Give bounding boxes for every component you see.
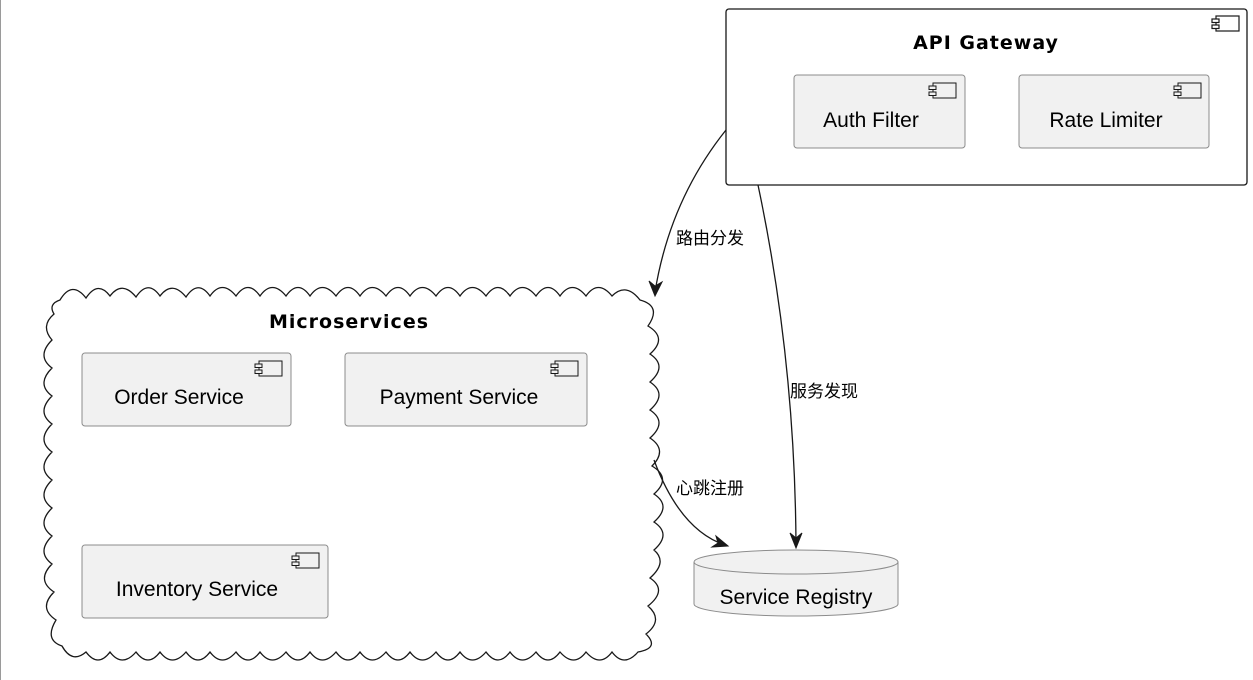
order-service-label: Order Service bbox=[114, 386, 244, 409]
component-icon bbox=[1173, 82, 1202, 99]
api-gateway-title: API Gateway bbox=[913, 32, 1059, 54]
auth-filter-component[interactable]: Auth Filter bbox=[793, 74, 966, 149]
edge-label-routing: 路由分发 bbox=[676, 229, 744, 249]
inventory-service-component[interactable]: Inventory Service bbox=[81, 544, 329, 619]
component-icon bbox=[550, 360, 579, 377]
edge-label-heartbeat: 心跳注册 bbox=[676, 479, 744, 499]
edge-heartbeat: 心跳注册 bbox=[653, 459, 744, 548]
microservices-cloud[interactable]: Microservices bbox=[43, 286, 664, 661]
component-icon bbox=[928, 82, 957, 99]
edge-routing: 路由分发 bbox=[648, 129, 744, 298]
edge-discovery: 服务发现 bbox=[757, 184, 858, 550]
microservices-title: Microservices bbox=[269, 311, 429, 333]
component-icon bbox=[1211, 15, 1240, 32]
inventory-service-label: Inventory Service bbox=[116, 578, 278, 601]
rate-limiter-label: Rate Limiter bbox=[1049, 109, 1162, 132]
payment-service-component[interactable]: Payment Service bbox=[344, 352, 588, 427]
order-service-component[interactable]: Order Service bbox=[81, 352, 292, 427]
service-registry-database[interactable]: Service Registry bbox=[693, 549, 899, 617]
payment-service-label: Payment Service bbox=[380, 386, 539, 409]
component-icon bbox=[254, 360, 283, 377]
edge-label-discovery: 服务发现 bbox=[790, 382, 858, 402]
service-registry-label: Service Registry bbox=[720, 586, 873, 609]
component-icon bbox=[291, 552, 320, 569]
auth-filter-label: Auth Filter bbox=[823, 109, 919, 132]
rate-limiter-component[interactable]: Rate Limiter bbox=[1018, 74, 1210, 149]
